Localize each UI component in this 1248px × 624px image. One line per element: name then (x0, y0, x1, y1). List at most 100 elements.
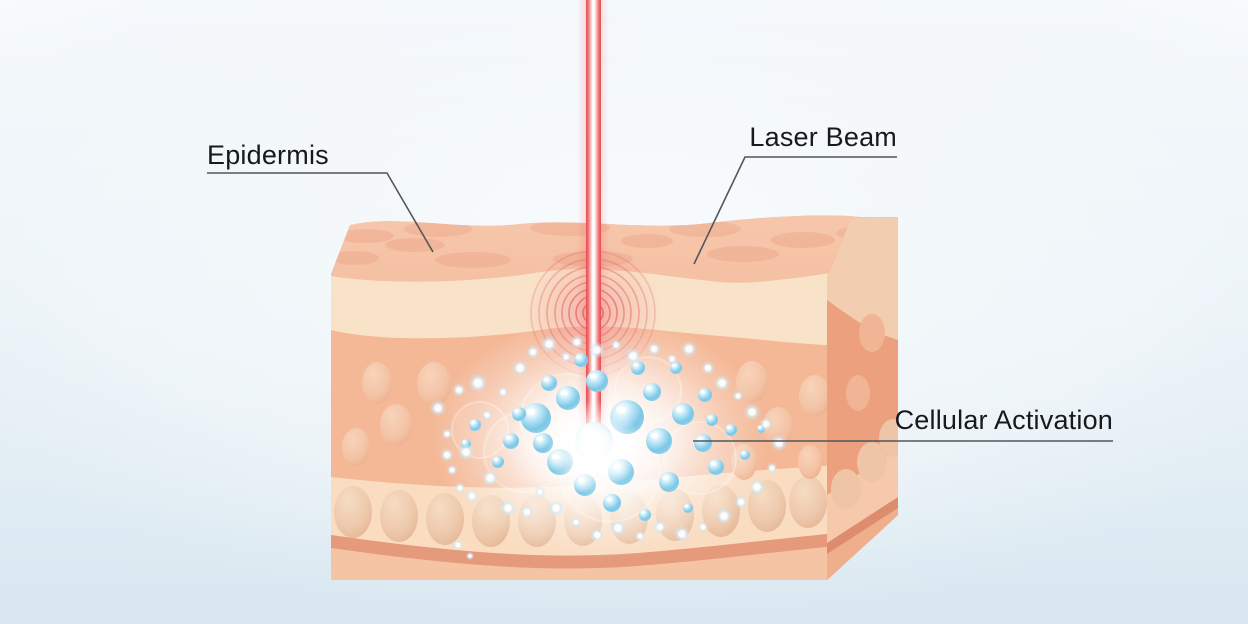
surface-spot (331, 251, 379, 265)
sparkle-dot (452, 539, 464, 551)
bubble-highlight (462, 440, 466, 443)
bubble (541, 375, 557, 391)
bubble-highlight (650, 432, 659, 439)
bubble (639, 509, 651, 521)
sparkle-dot (468, 373, 488, 393)
sparkle-dot (441, 428, 453, 440)
bubble (698, 388, 712, 402)
bubble (574, 353, 588, 367)
bubble-highlight (606, 497, 612, 502)
ghost-bubble-rim (451, 401, 509, 459)
bubble-highlight (576, 355, 581, 359)
bubble-highlight (700, 390, 705, 394)
label-laser-beam: Laser Beam (749, 122, 897, 152)
bubble (512, 407, 526, 421)
sparkle-dot (647, 342, 661, 356)
sparkle-dot (526, 345, 540, 359)
bubble (672, 403, 694, 425)
label-cellular-activation: Cellular Activation (894, 405, 1113, 435)
leader-lines (207, 156, 1113, 442)
sparkle-dot (770, 434, 788, 452)
sparkle-dot (680, 340, 698, 358)
bubble (725, 424, 737, 436)
side-fat-cell (857, 442, 887, 482)
bubble (643, 383, 661, 401)
sparkle-dot (511, 359, 529, 377)
label-epidermis: Epidermis (207, 140, 329, 170)
sparkle-dot (624, 347, 642, 365)
dermis-cells (342, 361, 831, 480)
fat-cell (334, 486, 372, 538)
bubble (603, 494, 621, 512)
sparkle-dot (440, 448, 454, 462)
dermis-cell (417, 362, 451, 406)
surface-spot (707, 246, 779, 262)
sparkle-dot (570, 335, 584, 349)
leader-line-laser-beam (693, 156, 897, 265)
sparkle-dot (454, 482, 466, 494)
laser-core (586, 0, 601, 448)
sparkle-dot (634, 530, 646, 542)
bubble-highlight (684, 504, 688, 507)
bubble (646, 428, 672, 454)
surface-spot (435, 252, 511, 268)
surface-spot (385, 238, 445, 252)
sparkle-dot (666, 353, 678, 365)
sparkle-dot (499, 499, 517, 517)
sparkle-dot (481, 469, 499, 487)
bubble-highlight (675, 407, 683, 412)
bubble-highlight (697, 437, 703, 442)
sparkle-dot (715, 507, 733, 525)
side-bottom-wedge (827, 508, 898, 580)
bubble-highlight (560, 390, 568, 396)
bubble-highlight (741, 451, 745, 454)
bubble-highlight (646, 386, 652, 391)
bubble-highlight (589, 374, 597, 379)
surface-spot (771, 232, 835, 248)
sparkle-dot (457, 443, 475, 461)
sparkle-dot (759, 417, 773, 431)
side-wave-strip (827, 497, 898, 554)
bubble-highlight (633, 363, 638, 367)
sparkle-dot (713, 374, 731, 392)
dermis-cell (798, 445, 822, 479)
side-cell (846, 375, 870, 411)
fat-cell (380, 490, 418, 542)
bubble-highlight (727, 426, 731, 429)
sparkle-dot (743, 403, 761, 421)
dermis-cell (763, 407, 793, 447)
side-fat-cell (879, 419, 898, 457)
sparkle-dot (701, 361, 715, 375)
sparkle-dot (748, 478, 766, 496)
sparkle-dot (732, 390, 744, 402)
bubble-highlight (708, 416, 712, 419)
sparkle-dot (547, 499, 565, 517)
bubble (694, 434, 712, 452)
sparkle-dot (497, 386, 509, 398)
sparkle-dot (697, 521, 709, 533)
bubble-highlight (471, 421, 475, 424)
bubble (503, 433, 519, 449)
bubble-highlight (543, 378, 549, 382)
bubble-highlight (536, 436, 543, 441)
ghost-bubble-rim (663, 421, 737, 495)
sparkle-dot (734, 495, 748, 509)
sparkle-dot (446, 464, 458, 476)
sparkle-dot (609, 519, 627, 537)
sparkle-dot (465, 551, 475, 561)
skin-block-side (827, 217, 898, 580)
bubble (492, 456, 504, 468)
sparkle-dot (540, 335, 558, 353)
bubble (706, 414, 718, 426)
bubble-highlight (514, 409, 519, 413)
ghost-bubble (484, 412, 564, 492)
bubble-highlight (710, 462, 716, 466)
bubble-highlight (672, 364, 676, 367)
surface-spot (621, 234, 673, 248)
bubble-highlight (505, 436, 511, 440)
sparkle-dot (610, 339, 622, 351)
dermis-cell (362, 362, 392, 404)
sparkle-dot (452, 383, 466, 397)
bubble-highlight (526, 408, 536, 415)
